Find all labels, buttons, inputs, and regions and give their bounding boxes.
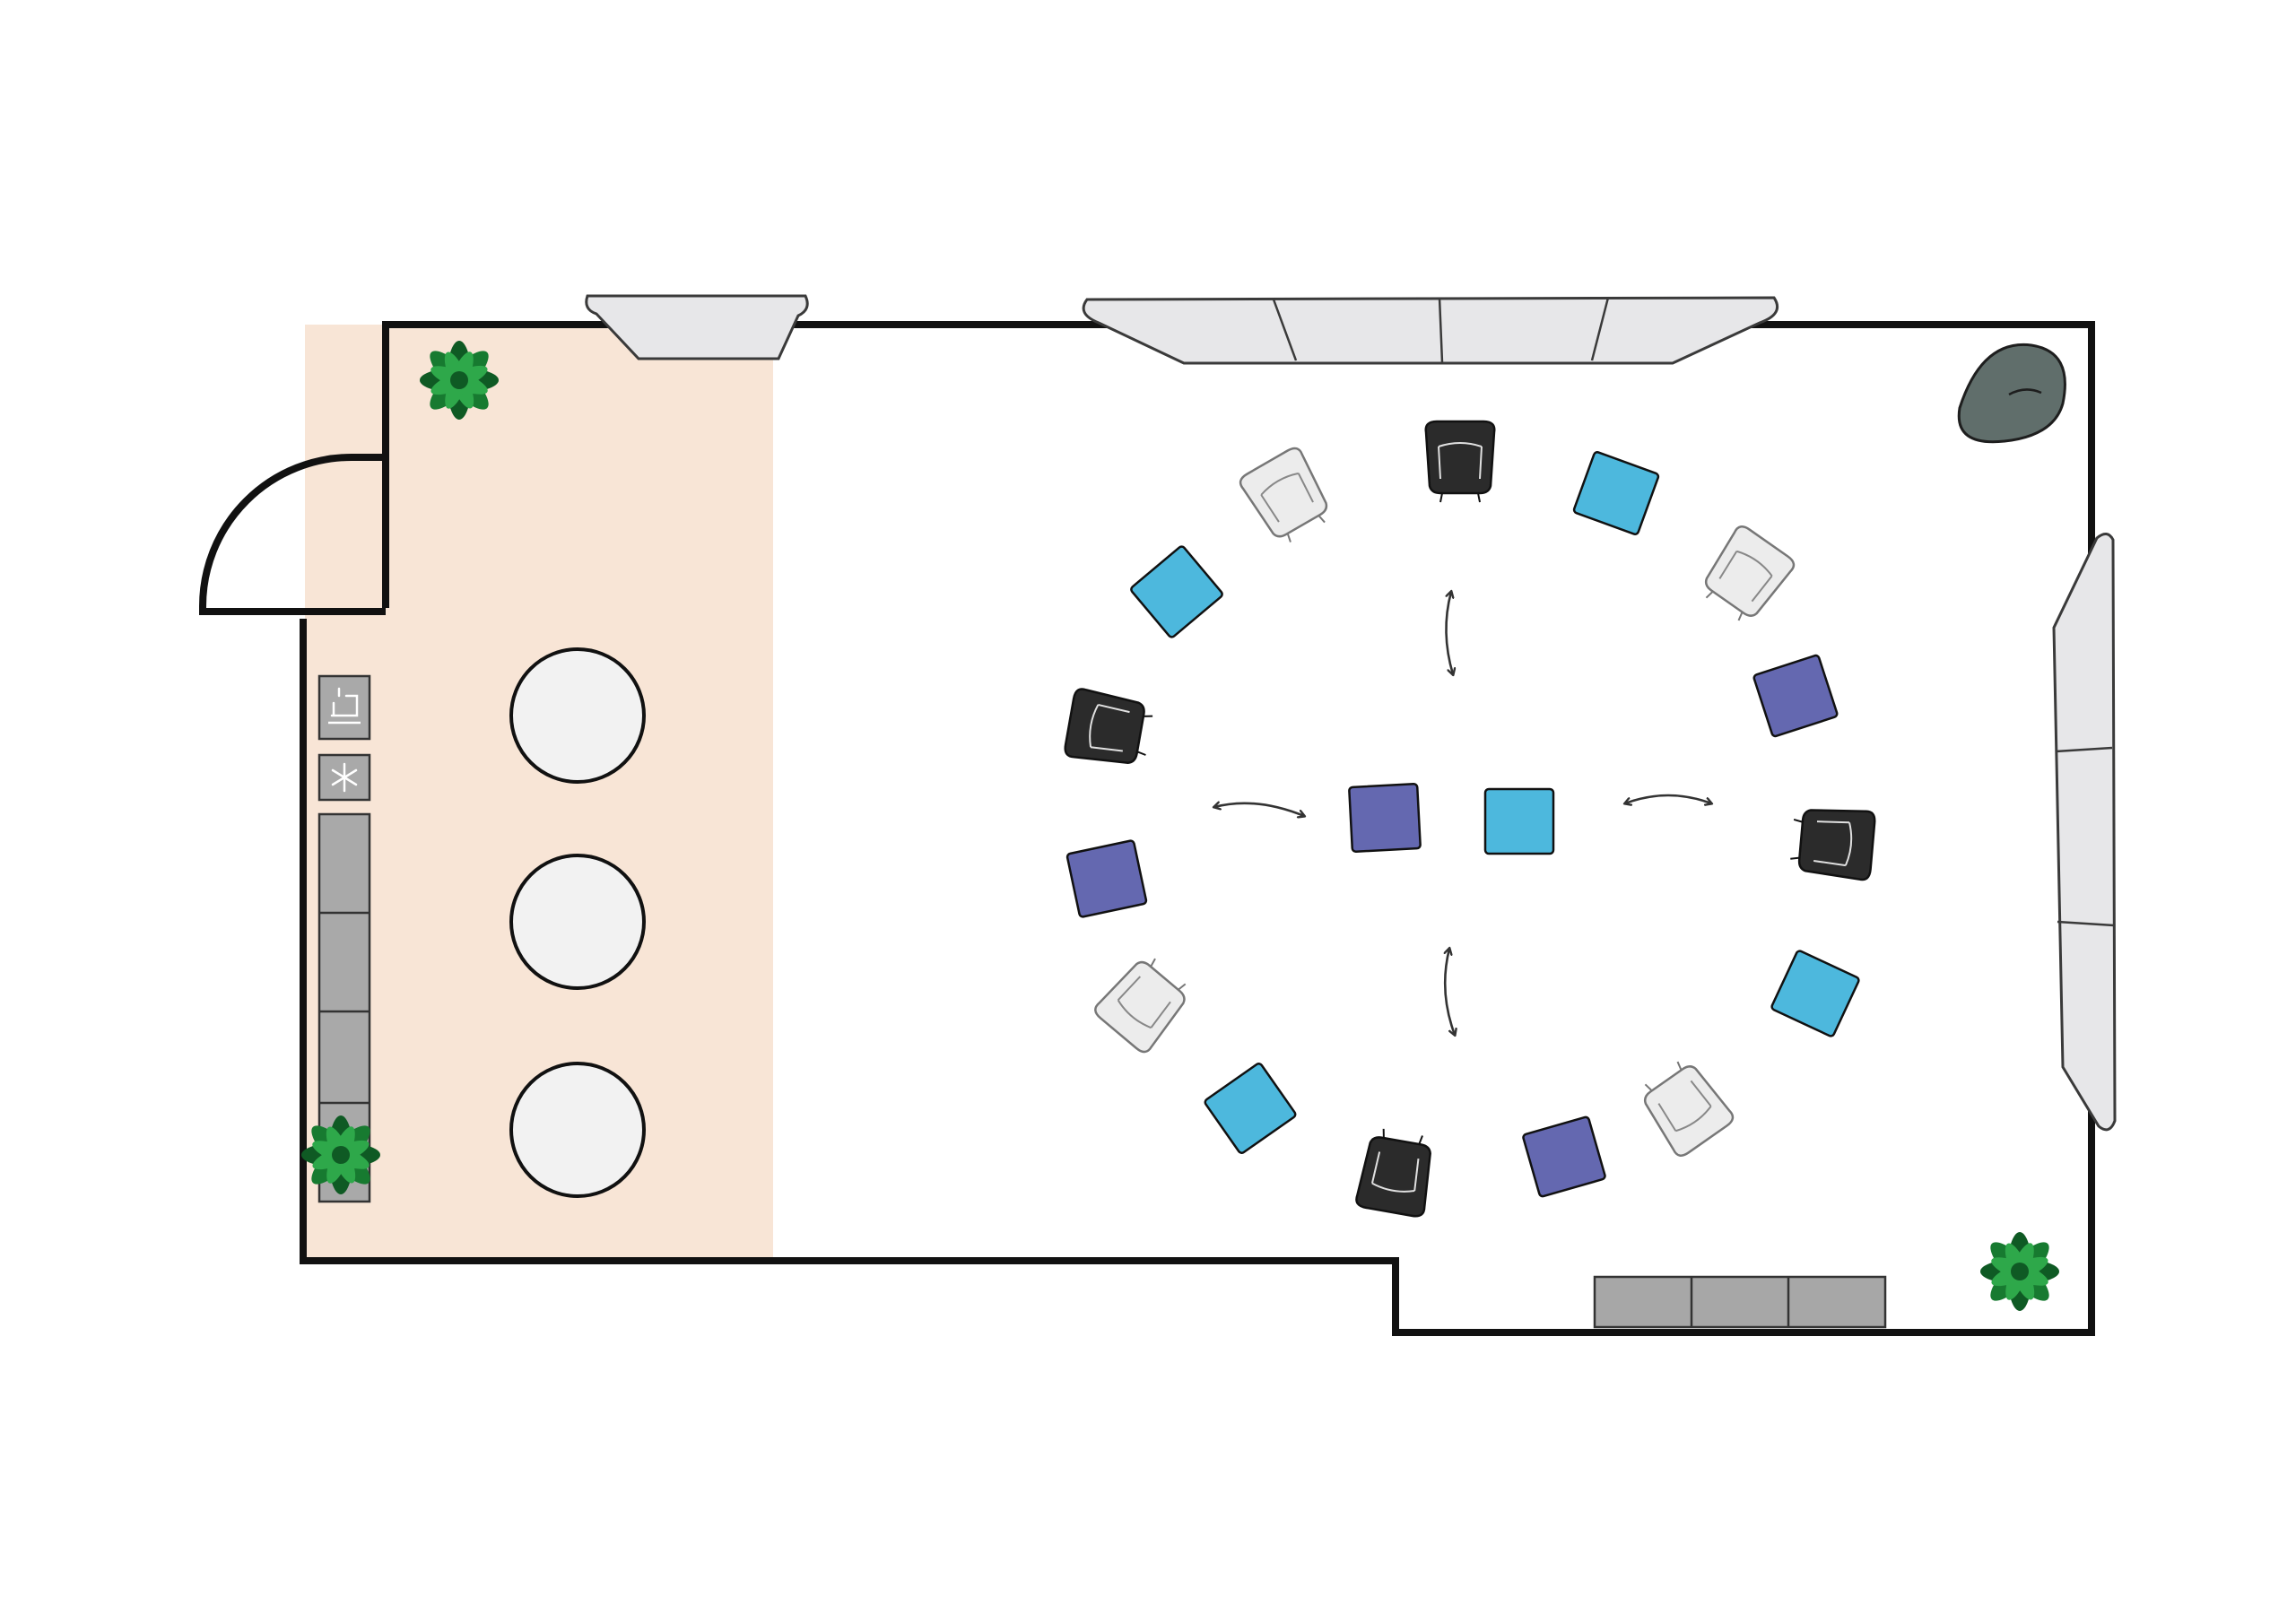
cushion-indigo-4 [1522,1115,1606,1198]
sofa-right [2052,533,2117,1132]
chair-light-top-left [1239,447,1328,542]
round-table-1 [509,647,646,784]
cushion-indigo-3 [1065,839,1148,918]
chair-light-top-right [1704,525,1796,621]
double-arrow-icon-bottom [1445,949,1455,1035]
chair-black-left [1064,688,1153,764]
cushion-cyan-4 [1770,950,1860,1037]
cushion-indigo-2 [1348,783,1422,853]
double-arrow-icon-top [1445,592,1453,674]
seating-ring [1064,420,1876,1218]
low-shelf [1593,1275,1887,1329]
movement-arrows [1214,592,1711,1035]
door-frame [199,454,386,615]
cushion-indigo-1 [1752,654,1839,738]
chair-black-bottom [1355,1128,1431,1218]
cushion-cyan-5 [1204,1063,1297,1154]
double-arrow-icon-left [1214,803,1304,816]
round-table-3 [509,1062,646,1198]
plant-counter [301,1115,380,1194]
cushion-cyan-2 [1130,545,1223,638]
chair-black-top [1424,420,1496,503]
chair-black-right [1790,809,1876,881]
chair-light-bottom-right [1643,1061,1735,1157]
sofa-top-long [1082,296,1779,365]
round-table-2 [509,854,646,990]
plant-top-left [420,341,499,420]
plant-bottom-right [1980,1232,2059,1311]
snowflake-icon [317,753,371,802]
sofa-top-small [585,294,809,360]
double-arrow-icon-right [1625,794,1711,803]
cushion-cyan-1 [1572,451,1660,535]
cushion-cyan-3 [1483,787,1555,855]
chair-light-bottom-left [1094,958,1187,1054]
coffee-machine-icon [317,674,371,741]
